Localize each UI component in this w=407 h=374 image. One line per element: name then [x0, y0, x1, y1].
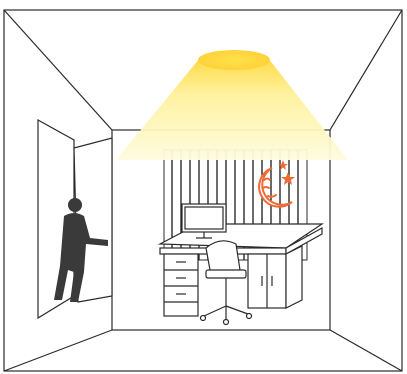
room-illustration [0, 0, 407, 374]
